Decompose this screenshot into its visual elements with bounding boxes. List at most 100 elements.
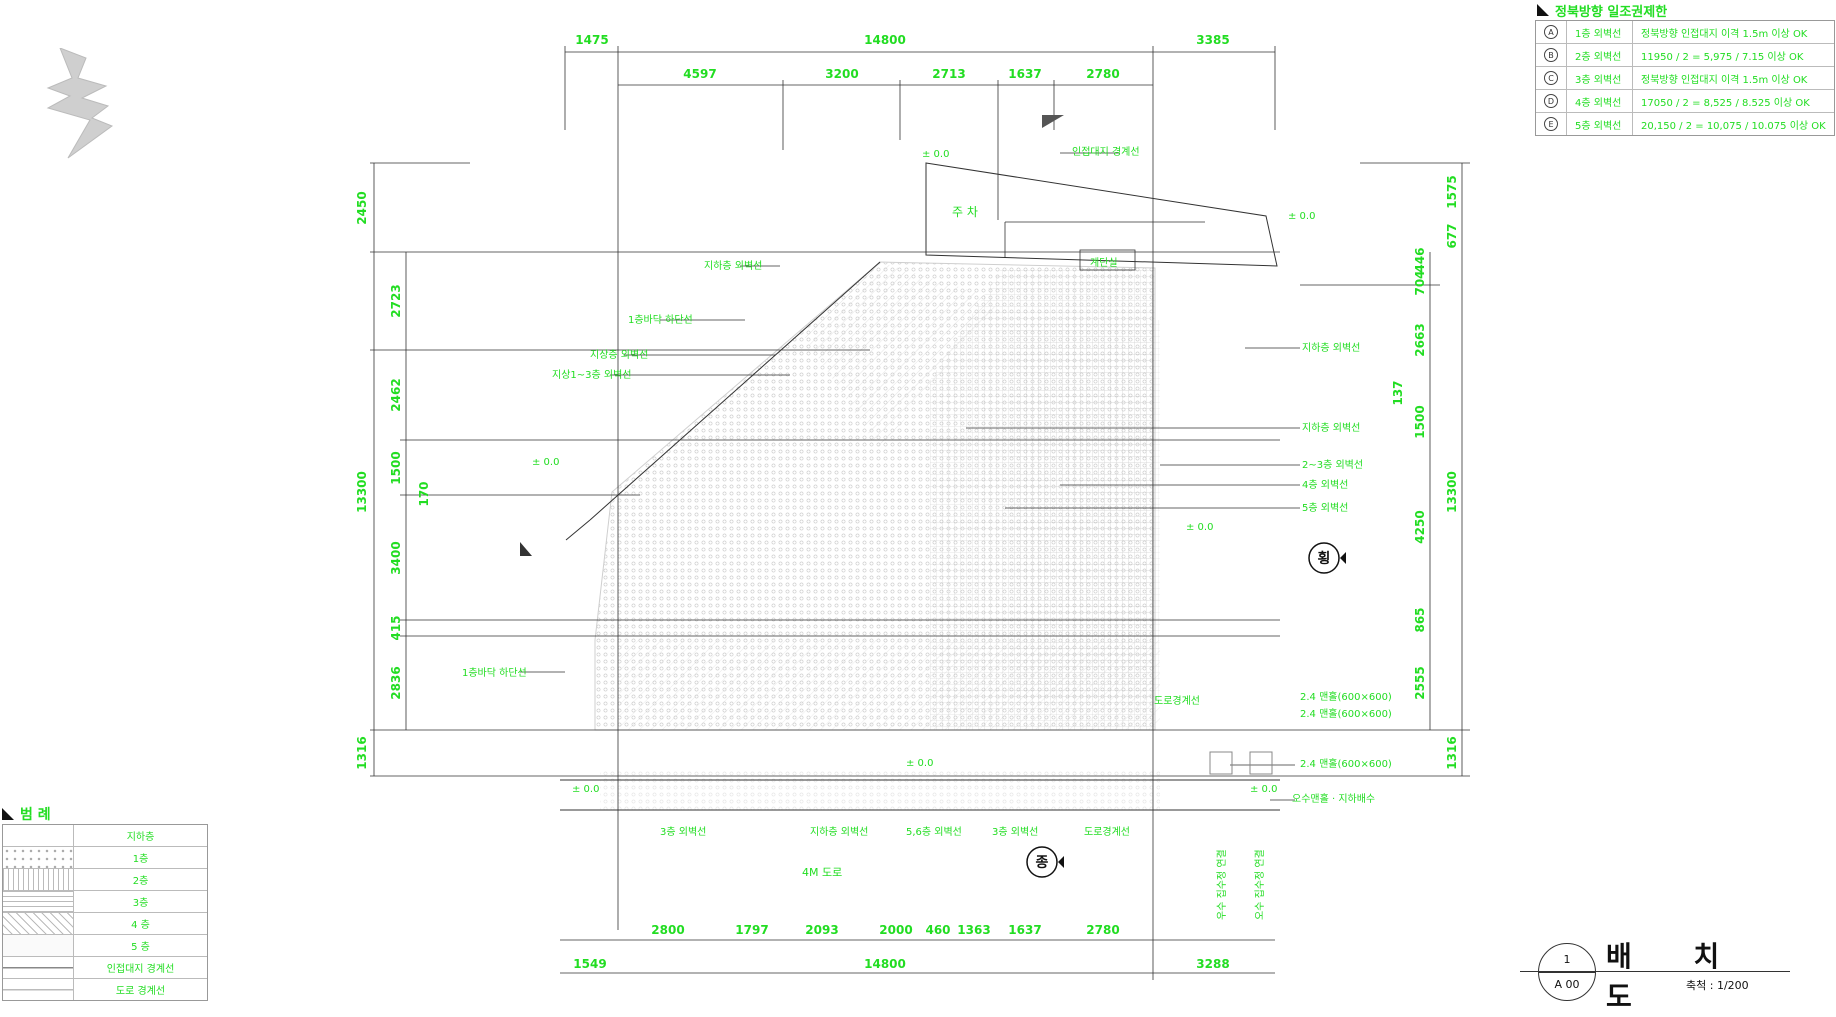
- level-marks: ± 0.0 ± 0.0 ± 0.0 ± 0.0 ± 0.0 ± 0.0 ± 0.…: [532, 149, 1315, 795]
- dim-text: 3400: [389, 541, 403, 574]
- logo-icon: [46, 48, 114, 159]
- bottom-detail-dims: 2800 1797 2093 2000 460 1363 1637 2780: [651, 923, 1119, 937]
- legend-swatch: [3, 957, 74, 978]
- dim-text: 13300: [1445, 471, 1459, 513]
- dim-text: 2836: [389, 666, 403, 699]
- row-desc: 17050 / 2 = 8,525 / 8.525 이상 OK: [1641, 97, 1810, 109]
- annotation-text: 지하층 외벽선: [810, 825, 868, 838]
- parking-area: [925, 162, 1278, 271]
- dim-text: 1500: [1413, 405, 1427, 438]
- dim-text: 1549: [573, 957, 606, 971]
- check-row: B 2층 외벽선 11950 / 2 = 5,975 / 7.15 이상 OK: [1536, 43, 1834, 66]
- dim-text: 1500: [389, 451, 403, 484]
- annotation-text: 4층 외벽선: [1302, 479, 1348, 491]
- row-desc: 11950 / 2 = 5,975 / 7.15 이상 OK: [1641, 51, 1804, 63]
- legend-label: 도로 경계선: [115, 986, 166, 997]
- annotation-text: 지상1~3층 외벽선: [552, 369, 631, 381]
- manholes: [1209, 751, 1273, 775]
- legend-row: 2층: [3, 868, 207, 890]
- site-boundary: [560, 261, 1280, 811]
- check-row: D 4층 외벽선 17050 / 2 = 8,525 / 8.525 이상 OK: [1536, 89, 1834, 112]
- dim-text: 2555: [1413, 666, 1427, 699]
- dim-text: 460: [925, 923, 950, 937]
- row-desc: 정북방향 인접대지 이격 1.5m 이상 OK: [1641, 74, 1808, 86]
- dim-text: 415: [389, 615, 403, 640]
- dim-text: 1475: [575, 33, 608, 47]
- annotation-text: 3층 외벽선: [992, 826, 1038, 838]
- annotation-text: 1층바닥 하단선: [462, 666, 527, 679]
- dim-text: 2462: [389, 378, 403, 411]
- check-table-title: 정북방향 일조권제한: [1535, 0, 1835, 20]
- dim-text: 446: [1413, 247, 1427, 272]
- legend-row: 인접대지 경계선: [3, 956, 207, 978]
- row-id: E: [1544, 117, 1558, 131]
- bubble-divider: [1539, 972, 1595, 973]
- right-outer-dims: 1575 677 13300: [1445, 175, 1459, 513]
- legend-row: 4 층: [3, 912, 207, 934]
- annotation-texts: 지하층 외벽선 1층바닥 하단선 지상층 외벽선 지상1~3층 외벽선 인접대지…: [462, 145, 1392, 920]
- marker-text: 횡: [1318, 550, 1331, 567]
- check-table-title-text: 정북방향 일조권제한: [1555, 4, 1668, 20]
- section-flag-top: [1042, 115, 1064, 128]
- legend-swatch: [3, 979, 74, 1000]
- dim-text: 14800: [864, 957, 906, 971]
- road-label: 4M 도로: [802, 866, 842, 879]
- dim-text: 2713: [932, 67, 965, 81]
- legend-swatch: [3, 935, 74, 956]
- annotation-text: 도로경계선: [1084, 825, 1130, 838]
- section-flag-left: [520, 542, 532, 556]
- annotation-text: 1층바닥 하단선: [628, 313, 693, 326]
- annotation-text: 지하층 외벽선: [1302, 341, 1360, 354]
- check-row: C 3층 외벽선 정북방향 인접대지 이격 1.5m 이상 OK: [1536, 66, 1834, 89]
- annotations: [520, 152, 1300, 801]
- legend-title-text: 범 례: [20, 807, 51, 823]
- row-name: 3층 외벽선: [1567, 67, 1633, 89]
- building-footprint: [594, 261, 1160, 810]
- legend-row: 5 층: [3, 934, 207, 956]
- drawing-number-bubble: 1 A 00: [1538, 943, 1596, 1001]
- dim-text: 1316: [355, 736, 369, 769]
- level-text: ± 0.0: [1186, 522, 1213, 533]
- check-table-body: A 1층 외벽선 정북방향 인접대지 이격 1.5m 이상 OK B 2층 외벽…: [1535, 20, 1835, 136]
- legend-row: 지하층: [3, 825, 207, 846]
- annotation-text: 도로경계선: [1154, 694, 1200, 707]
- right-inner-dims: 446 704 2663 137 1500 4250 865 2555 1316: [1391, 247, 1459, 769]
- dim-text: 137: [1391, 380, 1405, 405]
- annotation-text: 오수 집수정 연결: [1254, 849, 1266, 920]
- legend-label: 인접대지 경계선: [106, 964, 175, 975]
- title-divider: [1520, 971, 1790, 972]
- row-id: B: [1544, 48, 1558, 62]
- title-marker-icon: [2, 808, 14, 820]
- dim-text: 3385: [1196, 33, 1229, 47]
- legend-swatch: [3, 869, 74, 890]
- annotation-text: 인접대지 경계선: [1072, 145, 1140, 158]
- dim-text: 1363: [957, 923, 990, 937]
- level-text: ± 0.0: [906, 758, 933, 769]
- left-inner-dims: 2723 2462 1500 170 3400 415 2836: [389, 284, 431, 699]
- legend: 범 례 지하층 1층 2층 3층 4 층 5 층 인접대지 경계선: [2, 804, 208, 1001]
- annotation-text: 지하층 외벽선: [1302, 421, 1360, 434]
- dim-text: 1316: [1445, 736, 1459, 769]
- annotation-text: 계단실: [1090, 257, 1118, 269]
- legend-label: 지하층: [126, 832, 155, 843]
- legend-swatch: [3, 891, 74, 912]
- north-marker: 종: [1026, 846, 1064, 878]
- annotation-text: 오수맨홀 · 지하배수: [1292, 792, 1375, 805]
- drawing-number-bottom: A 00: [1554, 978, 1580, 991]
- drawing-title: 배 치 도: [1606, 940, 1746, 1013]
- legend-label: 4 층: [131, 920, 150, 931]
- legend-row: 3층: [3, 890, 207, 912]
- marker-text: 종: [1036, 855, 1049, 871]
- level-text: ± 0.0: [922, 149, 949, 160]
- legend-row: 도로 경계선: [3, 978, 207, 1000]
- annotation-text: 주 차: [952, 205, 978, 219]
- top-overall-dims: 1475 14800 3385: [575, 33, 1229, 47]
- legend-label: 1층: [132, 854, 149, 865]
- annotation-text: 2.4 맨홀(600×600): [1300, 707, 1392, 720]
- east-marker: 횡: [1308, 542, 1346, 574]
- top-detail-dims: 4597 3200 2713 1637 2780: [683, 67, 1119, 81]
- legend-label: 3층: [132, 898, 149, 909]
- dim-text: 2663: [1413, 323, 1427, 356]
- legend-label: 5 층: [131, 942, 150, 953]
